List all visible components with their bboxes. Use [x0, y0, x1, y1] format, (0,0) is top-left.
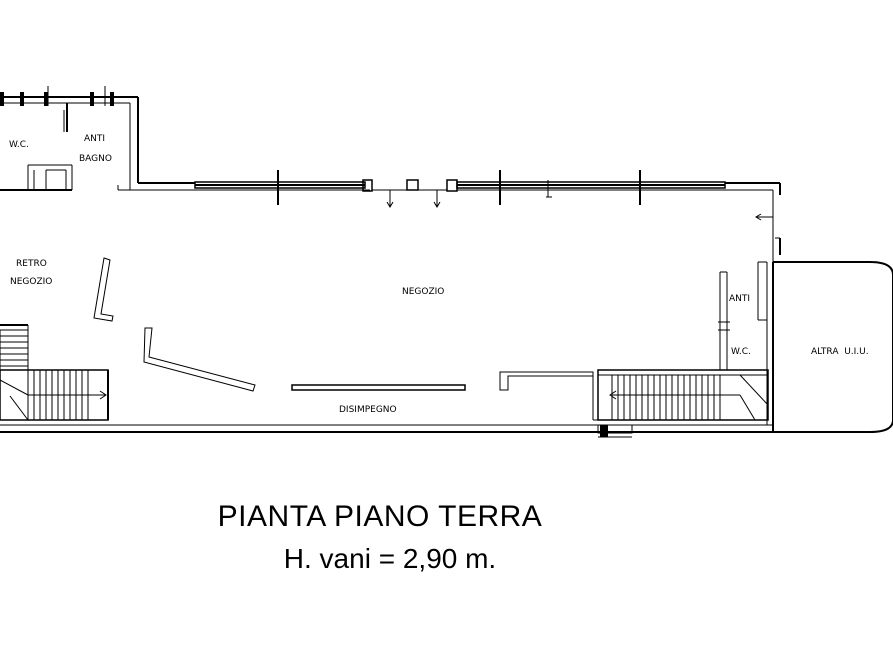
stairs-left — [0, 329, 109, 421]
room-label-anti-right: ANTI — [729, 294, 750, 304]
plan-title: PIANTA PIANO TERRA — [217, 500, 543, 533]
room-label-disimpegno: DISIMPEGNO — [339, 405, 397, 415]
room-label-retro-2: NEGOZIO — [10, 277, 52, 287]
walls — [0, 86, 893, 438]
room-label-retro-1: RETRO — [16, 259, 47, 269]
stairs-right — [592, 369, 769, 421]
room-label-anti-left-2: BAGNO — [79, 154, 112, 164]
room-label-altra: ALTRA U.I.U. — [811, 347, 869, 357]
room-label-negozio: NEGOZIO — [402, 287, 444, 297]
room-label-anti-left-1: ANTI — [84, 134, 105, 144]
room-label-wc-left: W.C. — [9, 140, 29, 150]
room-label-wc-right: W.C. — [731, 347, 751, 357]
plan-subtitle: H. vani = 2,90 m. — [283, 543, 497, 574]
